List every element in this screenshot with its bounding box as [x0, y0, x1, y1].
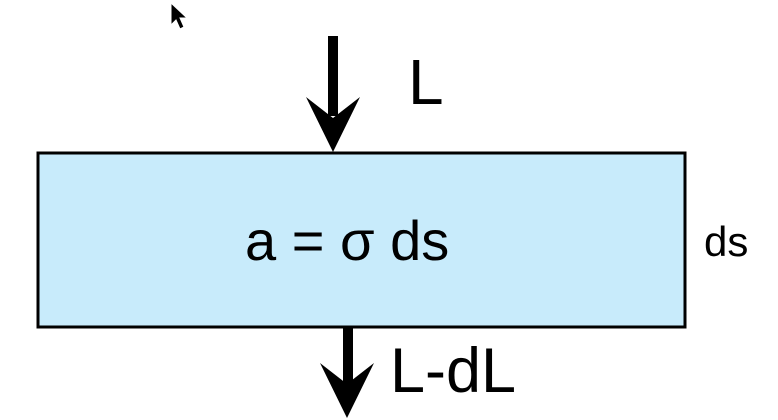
absorbing-layer-box [36, 151, 687, 329]
input-label: L [408, 46, 444, 118]
output-label: L-dL [390, 336, 517, 406]
incoming-arrow [306, 36, 360, 152]
box-equation: a = σ ds [245, 209, 450, 272]
cursor-icon [170, 1, 189, 30]
thickness-label: ds [704, 218, 749, 265]
outgoing-arrow [320, 328, 374, 418]
